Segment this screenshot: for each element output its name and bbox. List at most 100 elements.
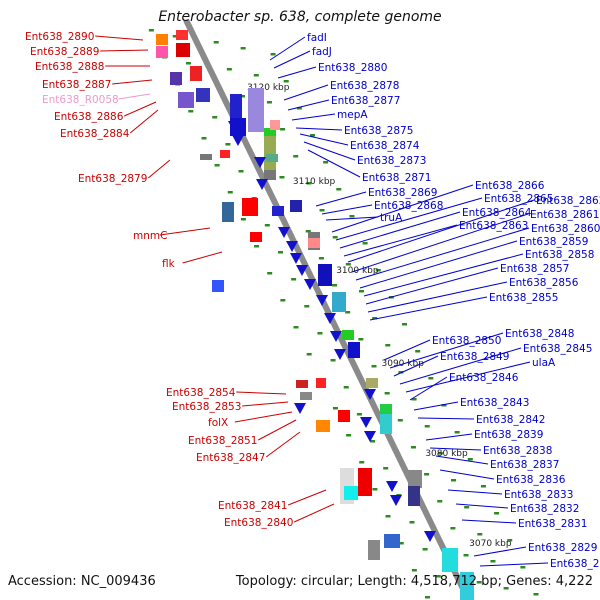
track-tick [293, 155, 299, 158]
track-tick [332, 284, 338, 287]
track-tick [319, 209, 325, 212]
strand-arrow [296, 265, 308, 276]
track-tick [293, 326, 299, 329]
track-tick [332, 407, 338, 410]
right-leader-line [425, 433, 473, 441]
kbp-tick-label: 3110 kbp [293, 177, 336, 187]
gene-block [266, 154, 278, 162]
right-leader-line [399, 347, 522, 385]
track-tick [349, 215, 355, 218]
track-tick [214, 164, 220, 167]
right-gene-label: Ent638_2848 [505, 328, 574, 340]
track-tick [428, 377, 434, 380]
right-gene-label: Ent638_2838 [483, 445, 552, 457]
right-leader-line [277, 66, 317, 79]
left-gene-label: Ent638_2840 [224, 517, 293, 529]
accession-text: Accession: NC_009436 [8, 574, 156, 589]
right-gene-label: Ent638_2859 [519, 236, 588, 248]
genome-title: Enterobacter sp. 638, complete genome [158, 9, 442, 25]
track-tick [480, 485, 486, 488]
track-tick [358, 338, 364, 341]
track-tick [520, 566, 526, 569]
track-tick [411, 398, 417, 401]
right-gene-label: Ent638_2860 [531, 223, 600, 235]
gene-block [342, 330, 354, 340]
track-tick [283, 80, 289, 83]
left-gene-label: flk [162, 258, 176, 270]
right-gene-label: Ent638_2873 [357, 155, 426, 167]
track-tick [306, 353, 312, 356]
right-gene-label: Ent638_2861 [530, 209, 599, 221]
right-leader-line [273, 50, 311, 69]
gene-block [296, 380, 308, 388]
track-tick [424, 596, 430, 599]
right-leader-line [479, 562, 549, 567]
left-leader-line [182, 251, 223, 264]
right-leader-line [367, 281, 508, 313]
track-tick [384, 392, 390, 395]
strand-arrow [286, 241, 298, 252]
track-tick [306, 182, 312, 185]
left-leader-line [100, 49, 149, 52]
track-tick [490, 560, 496, 563]
right-gene-label: Ent638_2874 [350, 140, 420, 152]
track-tick [238, 170, 244, 173]
gene-block [366, 378, 378, 388]
track-tick [464, 506, 470, 509]
gene-block [156, 34, 168, 45]
gene-block [264, 128, 276, 138]
track-tick [533, 593, 539, 596]
track-tick [507, 539, 513, 542]
strand-arrow [254, 157, 266, 168]
track-tick [435, 575, 441, 578]
gene-block [408, 486, 420, 506]
right-leader-line [429, 447, 482, 451]
right-leader-line [343, 224, 458, 257]
gene-block [300, 392, 312, 400]
track-tick [240, 218, 246, 221]
track-tick [450, 527, 456, 530]
left-gene-label: Ent638_2884 [60, 128, 130, 140]
track-tick [437, 500, 443, 503]
track-tick [323, 161, 329, 164]
track-tick [463, 554, 469, 557]
track-tick [296, 107, 302, 110]
gene-block [170, 72, 182, 85]
gene-block [384, 534, 400, 548]
track-tick [356, 413, 362, 416]
track-tick [477, 533, 483, 536]
track-tick [270, 53, 276, 56]
right-gene-label: ulaA [532, 357, 556, 369]
track-tick [345, 263, 351, 266]
track-tick [267, 272, 273, 275]
left-leader-line [95, 35, 144, 41]
gene-block [178, 92, 194, 108]
right-gene-label: fadI [307, 32, 327, 44]
gene-block [264, 170, 276, 180]
track-tick [346, 434, 352, 437]
right-gene-label: mepA [337, 109, 368, 121]
topology-text: Topology: circular; Length: 4,518,712 bp… [235, 574, 593, 589]
right-gene-label: Ent638_2864 [462, 207, 532, 219]
right-gene-label: Ent638_2880 [318, 62, 387, 74]
right-leader-line [389, 332, 504, 369]
gene-block [408, 470, 422, 488]
left-gene-label: Ent638_2886 [54, 111, 124, 123]
right-leader-line [269, 36, 306, 61]
strand-arrow [386, 481, 398, 492]
strand-arrow [256, 179, 268, 190]
right-leader-line [347, 199, 535, 263]
right-leader-line [405, 361, 531, 393]
right-leader-line [331, 184, 474, 233]
track-tick [410, 446, 416, 449]
right-gene-label: Ent638_2862 [536, 195, 600, 207]
gene-block [358, 468, 372, 496]
right-gene-label: Ent638_2863 [459, 220, 528, 232]
track-tick [172, 35, 178, 38]
track-tick [264, 224, 270, 227]
track-tick [304, 305, 310, 308]
left-leader-line [234, 411, 293, 423]
left-leader-line [293, 503, 335, 523]
strand-arrow [290, 253, 302, 264]
